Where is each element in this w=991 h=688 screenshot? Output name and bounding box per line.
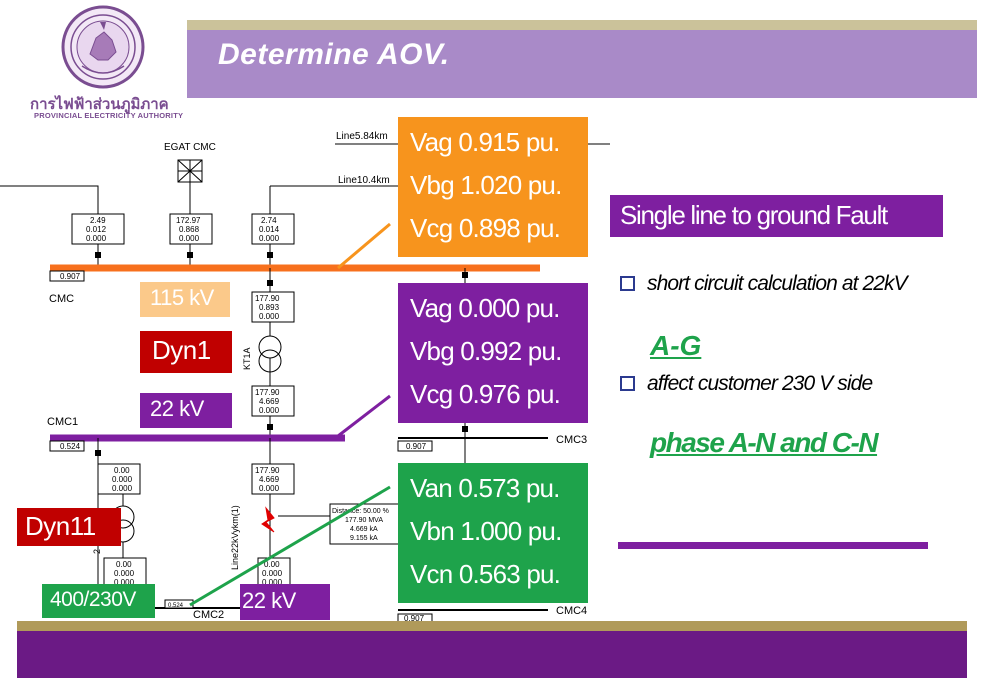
voltage-reading: Vag 0.000 pu. — [410, 293, 560, 323]
meter-value: 0.012 — [86, 225, 107, 234]
meter-value: 0.868 — [179, 225, 200, 234]
callout-lv-voltages: Van 0.573 pu. Vbn 1.000 pu. Vcn 0.563 pu… — [398, 463, 588, 603]
voltage-reading: Vag 0.915 pu. — [410, 127, 560, 157]
pointer-lv — [189, 485, 391, 607]
checkbox-bullet-icon — [620, 376, 635, 391]
title-bar — [187, 20, 977, 98]
voltage-reading: Vcn 0.563 pu. — [410, 559, 561, 589]
pointer-115kv — [337, 222, 391, 270]
meter-box — [251, 213, 295, 245]
meter-value: 0.893 — [259, 303, 280, 312]
bus-voltage: 0.907 — [404, 614, 425, 623]
meter-value: 172.97 — [176, 216, 201, 225]
callout-115kv-voltages: Vag 0.915 pu. Vbg 1.020 pu. Vcg 0.898 pu… — [398, 117, 588, 257]
meter-value: 177.90 — [255, 466, 280, 475]
meter-box — [103, 557, 147, 589]
voltage-reading: Vcg 0.976 pu. — [410, 379, 561, 409]
bullet-text: short circuit calculation at 22kV — [647, 272, 908, 295]
logo-thai-text: การไฟฟ้าส่วนภูมิภาค — [30, 96, 169, 113]
fault-info-text: 4.669 kA — [350, 526, 378, 533]
tag-22kv-lower: 22 kV — [240, 584, 330, 620]
voltage-reading: Vbg 1.020 pu. — [410, 170, 562, 200]
logo-english-text: PROVINCIAL ELECTRICITY AUTHORITY — [34, 111, 184, 120]
voltage-reading: Vbg 0.992 pu. — [410, 336, 562, 366]
fault-info-text: 177.90 MVA — [345, 517, 383, 524]
meter-value: 0.000 — [114, 569, 135, 578]
bus-label-cmc1: CMC1 — [47, 416, 78, 428]
meter-value: 4.669 — [259, 397, 280, 406]
meter-value: 0.00 — [116, 560, 132, 569]
footer-bar — [17, 631, 967, 678]
voltage-reading: Vbn 1.000 pu. — [410, 516, 562, 546]
checkbox-bullet-icon — [620, 276, 635, 291]
page-title: Determine AOV. — [218, 38, 450, 71]
meter-value: 0.000 — [112, 484, 133, 493]
transformer-kt1a — [258, 335, 282, 359]
bus-voltage: 0.907 — [406, 442, 427, 451]
bullet-short-circuit: short circuit calculation at 22kV — [620, 272, 908, 296]
tag-dyn1: Dyn1 — [140, 331, 232, 373]
bus-label-cmc2: CMC2 — [193, 609, 224, 621]
meter-value: 177.90 — [255, 294, 280, 303]
meter-box — [97, 463, 141, 495]
transformer-label-kt1a: KT1A — [242, 347, 252, 370]
bus-label-cmc4: CMC4 — [556, 605, 587, 617]
tag-115kv: 115 kV — [140, 282, 230, 317]
bus-voltage: 0.907 — [60, 272, 81, 281]
voltage-reading: Vcg 0.898 pu. — [410, 213, 561, 243]
meter-box — [251, 463, 295, 495]
meter-value: 0.000 — [259, 406, 280, 415]
pea-logo-icon — [61, 5, 145, 89]
meter-box — [251, 291, 295, 323]
voltage-reading: Van 0.573 pu. — [410, 473, 560, 503]
meter-value: 0.000 — [259, 484, 280, 493]
fault-phase-ag: A-G — [650, 330, 702, 361]
bullet-text: affect customer 230 V side — [647, 372, 873, 395]
tag-dyn11: Dyn11 — [17, 508, 121, 546]
meter-value: 0.000 — [262, 578, 283, 587]
bus-voltage: 0.524 — [168, 603, 184, 609]
meter-value: 0.000 — [179, 234, 200, 243]
line-label-5-84km: Line5.84km — [336, 131, 388, 142]
meter-box — [71, 213, 125, 245]
meter-value: 0.000 — [114, 578, 135, 587]
pointer-22kv — [337, 394, 391, 438]
bus-label-cmc3: CMC3 — [556, 434, 587, 446]
bus-label-cmc: CMC — [49, 293, 74, 305]
fault-info-box — [329, 503, 401, 545]
line-label-22kv: Line22kVykm(1) — [230, 505, 240, 570]
footer-gold-strip — [17, 621, 967, 631]
meter-value: 4.669 — [259, 475, 280, 484]
bullet-affect-customer: affect customer 230 V side — [620, 372, 873, 396]
affected-phases: phase A-N and C-N — [650, 427, 879, 458]
meter-value: 0.014 — [259, 225, 280, 234]
meter-value: 0.000 — [259, 312, 280, 321]
fault-info-text: 9.155 kA — [350, 535, 378, 542]
meter-value: 0.000 — [112, 475, 133, 484]
meter-value: 0.00 — [264, 560, 280, 569]
single-line-diagram: Line5.84km Line10.4km EGAT CMC 2.49 0.01… — [0, 131, 610, 623]
source-label: EGAT CMC — [164, 142, 216, 153]
meter-value: 177.90 — [255, 388, 280, 397]
divider-line — [618, 542, 928, 549]
meter-value: 0.000 — [259, 234, 280, 243]
meter-value: 0.00 — [114, 466, 130, 475]
meter-box — [169, 213, 213, 245]
meter-value: 0.000 — [262, 569, 283, 578]
meter-value: 0.000 — [86, 234, 107, 243]
meter-value: 2.49 — [90, 216, 106, 225]
meter-value: 2.74 — [261, 216, 277, 225]
fault-lightning-icon — [261, 506, 275, 533]
fault-info-text: Distance: 50.00 % — [332, 508, 389, 515]
tag-400-230v: 400/230V — [42, 584, 155, 618]
tag-22kv-upper: 22 kV — [140, 393, 232, 428]
callout-22kv-voltages: Vag 0.000 pu. Vbg 0.992 pu. Vcg 0.976 pu… — [398, 283, 588, 423]
line-label-10-4km: Line10.4km — [338, 175, 390, 186]
meter-box — [251, 385, 295, 417]
bus-voltage: 0.524 — [60, 442, 81, 451]
fault-type-title: Single line to ground Fault — [610, 195, 943, 237]
transformer-label-2: 2 — [92, 549, 102, 554]
